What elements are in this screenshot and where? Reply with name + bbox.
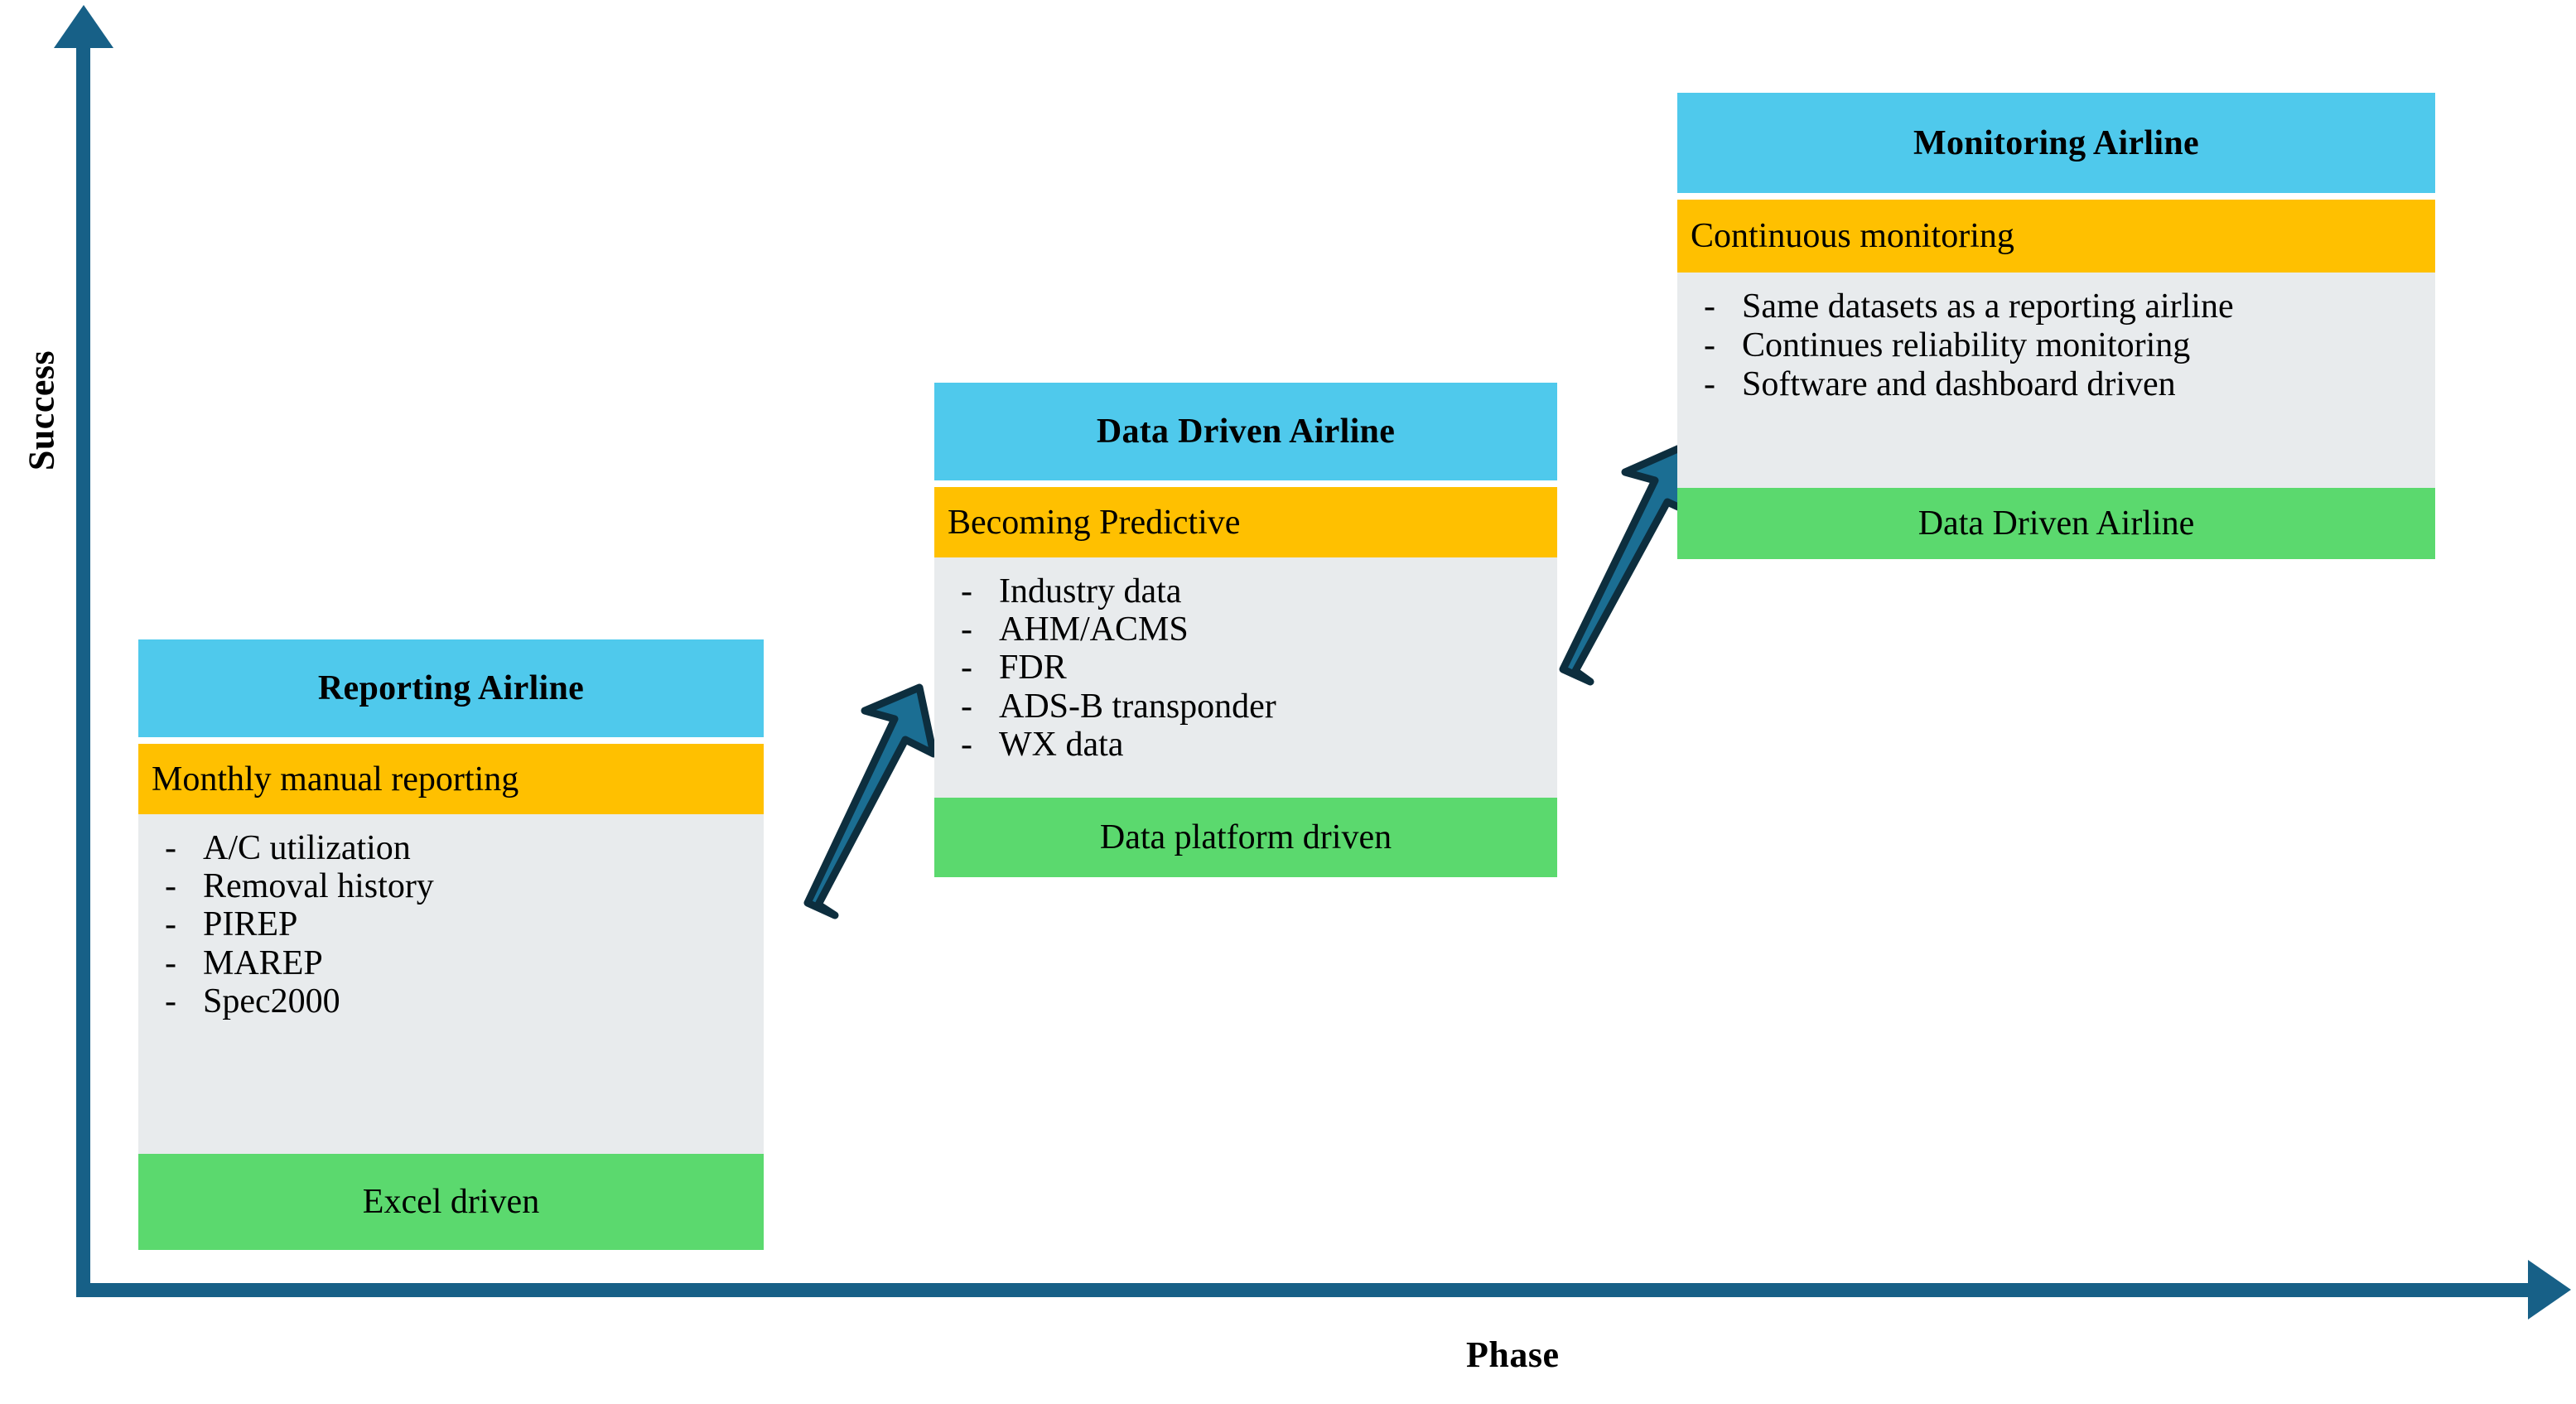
list-item: - ADS-B transponder bbox=[934, 688, 1549, 726]
stage-subtitle-monitoring-airline: Continuous monitoring bbox=[1677, 200, 2435, 273]
arrow-right-icon bbox=[2528, 1260, 2571, 1320]
list-item: - MAREP bbox=[138, 944, 755, 982]
list-item: - Spec2000 bbox=[138, 982, 755, 1020]
x-axis-label: Phase bbox=[1466, 1334, 1560, 1375]
band-divider bbox=[138, 737, 764, 744]
list-item-label: Industry data bbox=[999, 572, 1182, 610]
bullet-dash-icon: - bbox=[165, 829, 176, 867]
bullet-dash-icon: - bbox=[1704, 365, 1715, 404]
x-axis-line bbox=[76, 1283, 2538, 1297]
stage-footer-monitoring-airline: Data Driven Airline bbox=[1677, 488, 2435, 559]
list-item: - Continues reliability monitoring bbox=[1677, 326, 2427, 365]
bullet-dash-icon: - bbox=[1704, 326, 1715, 365]
stage-title-reporting-airline: Reporting Airline bbox=[138, 639, 764, 737]
stage-footer-data-driven-airline: Data platform driven bbox=[934, 798, 1557, 877]
list-item-label: MAREP bbox=[203, 943, 323, 982]
band-divider bbox=[1677, 193, 2435, 200]
stage-subtitle-reporting-airline: Monthly manual reporting bbox=[138, 744, 764, 814]
stage-card-reporting-airline[interactable]: Reporting Airline Monthly manual reporti… bbox=[138, 639, 764, 1250]
list-item: - Software and dashboard driven bbox=[1677, 365, 2427, 404]
y-axis-line bbox=[76, 40, 90, 1292]
list-item: - AHM/ACMS bbox=[934, 610, 1549, 649]
bullet-dash-icon: - bbox=[165, 943, 176, 982]
list-item: - WX data bbox=[934, 726, 1549, 764]
list-item-label: ADS-B transponder bbox=[999, 687, 1276, 726]
bullet-dash-icon: - bbox=[961, 649, 972, 688]
list-item: - PIREP bbox=[138, 905, 755, 943]
list-item: - A/C utilization bbox=[138, 829, 755, 867]
stage-card-monitoring-airline[interactable]: Monitoring Airline Continuous monitoring… bbox=[1677, 93, 2435, 559]
list-item-label: Same datasets as a reporting airline bbox=[1742, 287, 2234, 326]
list-item-label: FDR bbox=[999, 649, 1067, 688]
up-right-arrow-icon bbox=[803, 683, 938, 919]
bullet-dash-icon: - bbox=[1704, 287, 1715, 326]
stage-title-monitoring-airline: Monitoring Airline bbox=[1677, 93, 2435, 193]
stage-footer-reporting-airline: Excel driven bbox=[138, 1154, 764, 1250]
list-item-label: WX data bbox=[999, 725, 1124, 764]
bullet-dash-icon: - bbox=[961, 687, 972, 726]
list-item-label: Continues reliability monitoring bbox=[1742, 326, 2191, 365]
list-item-label: A/C utilization bbox=[203, 829, 411, 867]
bullet-dash-icon: - bbox=[165, 905, 176, 944]
list-item-label: Removal history bbox=[203, 867, 434, 906]
stage-subtitle-data-driven-airline: Becoming Predictive bbox=[934, 487, 1557, 557]
bullet-dash-icon: - bbox=[165, 867, 176, 906]
stage-bullet-list-data-driven-airline: - Industry data - AHM/ACMS - FDR - ADS-B… bbox=[934, 557, 1557, 798]
list-item: - Removal history bbox=[138, 867, 755, 905]
bullet-dash-icon: - bbox=[961, 725, 972, 764]
stage-bullet-list-reporting-airline: - A/C utilization - Removal history - PI… bbox=[138, 814, 764, 1154]
stage-bullet-list-monitoring-airline: - Same datasets as a reporting airline -… bbox=[1677, 273, 2435, 488]
stage-title-data-driven-airline: Data Driven Airline bbox=[934, 383, 1557, 480]
list-item: - FDR bbox=[934, 649, 1549, 687]
bullet-dash-icon: - bbox=[961, 572, 972, 610]
list-item: - Same datasets as a reporting airline bbox=[1677, 287, 2427, 326]
band-divider bbox=[934, 480, 1557, 487]
y-axis-label: Success bbox=[21, 350, 62, 471]
list-item-label: AHM/ACMS bbox=[999, 610, 1189, 649]
arrow-up-icon bbox=[54, 5, 113, 48]
bullet-dash-icon: - bbox=[165, 982, 176, 1020]
list-item-label: Spec2000 bbox=[203, 982, 340, 1020]
bullet-dash-icon: - bbox=[961, 610, 972, 649]
list-item: - Industry data bbox=[934, 572, 1549, 610]
list-item-label: PIREP bbox=[203, 905, 298, 944]
stage-card-data-driven-airline[interactable]: Data Driven Airline Becoming Predictive … bbox=[934, 383, 1557, 877]
list-item-label: Software and dashboard driven bbox=[1742, 365, 2176, 404]
